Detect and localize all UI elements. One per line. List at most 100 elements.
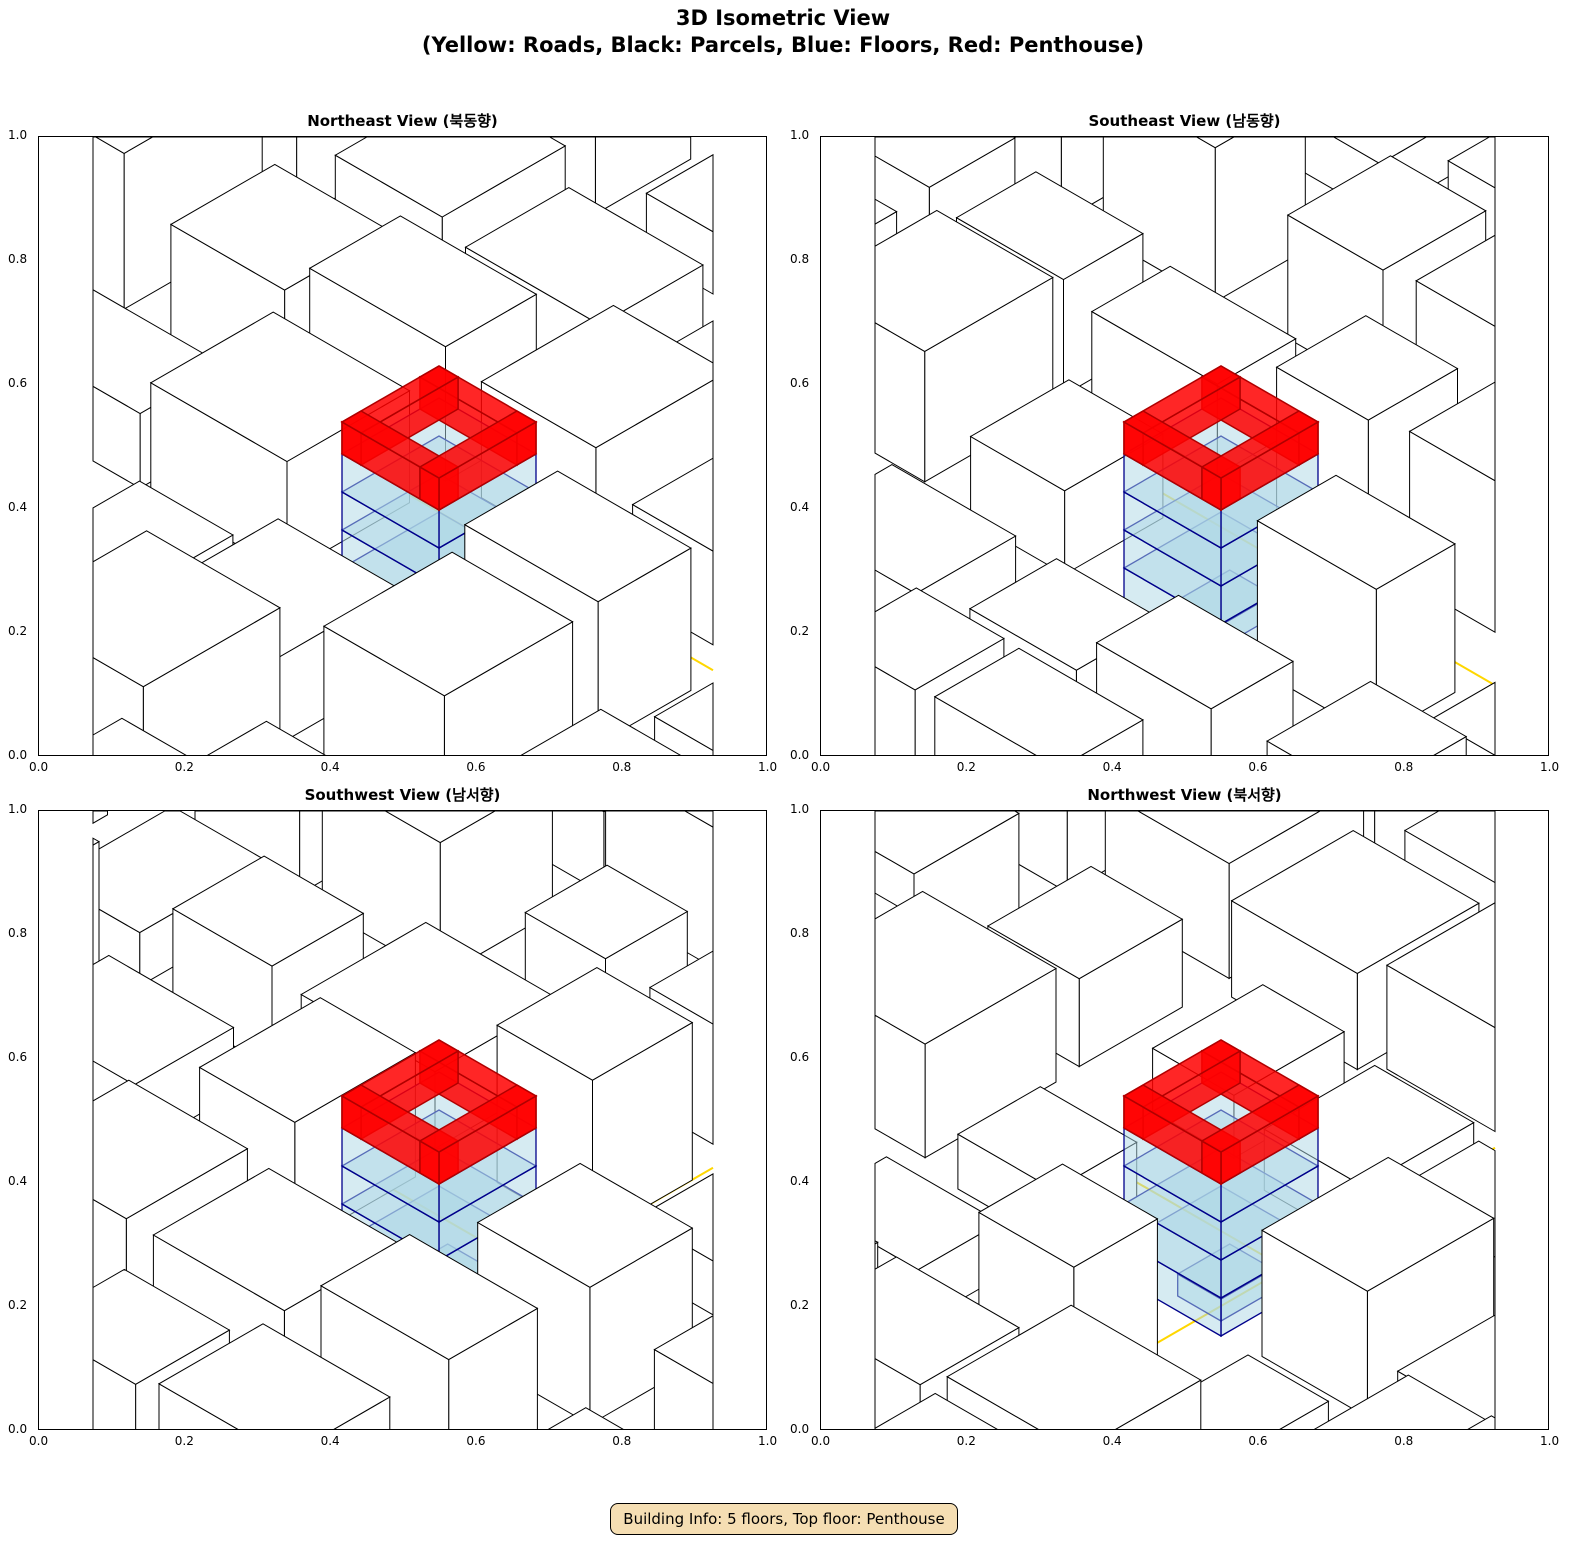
penthouse-wall [418,410,538,479]
parcel-building [320,1234,539,1361]
parcel-building [874,1392,998,1429]
parcel-building [986,865,1184,980]
parcel-building [874,890,1057,1045]
parcel-building [874,587,1005,691]
parcel-building [1286,155,1487,271]
parcel-building [1256,474,1456,590]
parcel-building [1385,901,1496,1029]
y-tick-label: 0.0 [790,748,810,762]
iso-view-southeast [820,136,1549,756]
panel-title: Northwest View (북서향) [1087,786,1282,804]
parcel-building [1403,811,1496,884]
parcel-building [322,551,574,697]
x-tick-label: 0.4 [320,1434,340,1448]
x-tick-label: 0.2 [174,760,194,774]
x-tick-label: 0.6 [1248,1434,1268,1448]
parcel-building [1137,811,1321,865]
parcel-building [874,198,898,225]
parcel-building [1408,381,1496,482]
parcel-building [463,470,692,603]
parcel-building [92,137,125,310]
parcel-building [1447,137,1496,189]
panel-title: Southeast View (남동향) [1088,112,1281,130]
parcel-building [92,1079,249,1220]
parcel-building [1275,315,1459,421]
y-tick-label: 0.2 [790,1298,810,1312]
x-tick-label: 0.0 [811,1434,831,1448]
parcel-building [94,137,154,154]
building-info-box: Building Info: 5 floors, Top floor: Pent… [610,1503,958,1535]
x-tick-label: 1.0 [758,760,778,774]
iso-view-southwest [38,810,767,1430]
x-tick-label: 0.8 [1394,760,1414,774]
parcel-building [1095,594,1294,710]
parcel-building [157,1323,391,1429]
parcel-building [476,1162,694,1288]
parcel-building [1261,1156,1495,1292]
parcel-building [1266,680,1468,755]
panel-title: Northeast View (북동향) [307,112,498,130]
y-tick-label: 0.0 [8,1422,28,1436]
y-tick-label: 0.4 [8,1174,28,1188]
y-tick-label: 0.8 [8,926,28,940]
parcel-building [480,304,714,449]
parcel-building [92,530,281,688]
y-tick-label: 1.0 [8,128,28,142]
y-tick-label: 0.6 [790,1050,810,1064]
y-tick-label: 0.2 [8,1298,28,1312]
iso-view-northwest [820,810,1549,1430]
y-tick-label: 0.4 [790,500,810,514]
x-tick-label: 0.4 [1102,760,1122,774]
parcel-building [171,855,365,967]
parcel-building [547,1407,624,1429]
parcel-building [956,1086,1138,1191]
x-tick-label: 0.8 [612,760,632,774]
y-tick-label: 1.0 [790,802,810,816]
parcel-building [601,811,606,813]
parcel-building [874,1239,879,1245]
penthouse-wall [1200,1084,1320,1153]
y-tick-label: 0.4 [790,1174,810,1188]
parcel-building [977,1163,1159,1268]
y-tick-label: 0.4 [8,500,28,514]
parcel-building [955,171,1144,281]
parcel-building [1467,1415,1496,1429]
parcel-building [683,811,714,828]
parcel-building [874,209,1054,352]
iso-view-northeast [38,136,767,756]
parcel-building [520,708,681,755]
x-tick-label: 0.6 [466,1434,486,1448]
parcel-building [384,811,496,844]
x-tick-label: 0.2 [956,1434,976,1448]
penthouse-wall [418,1084,538,1153]
y-tick-label: 0.0 [790,1422,810,1436]
parcel-building [464,187,704,326]
y-tick-label: 0.2 [790,624,810,638]
parcel-building [1415,234,1496,328]
x-tick-label: 0.2 [174,1434,194,1448]
x-tick-label: 0.6 [466,760,486,774]
y-tick-label: 0.6 [8,376,28,390]
x-tick-label: 0.0 [811,760,831,774]
parcel-building [946,1304,1202,1429]
panel-title: Southwest View (남서향) [304,786,501,804]
x-tick-label: 0.4 [320,760,340,774]
x-tick-label: 0.2 [956,760,976,774]
parcel-building [933,647,1144,755]
y-tick-label: 0.8 [790,252,810,266]
figure-title-line1: 3D Isometric View [675,6,891,30]
x-tick-label: 0.0 [29,760,49,774]
parcel-building [1090,265,1297,385]
parcel-building [92,837,101,846]
x-tick-label: 0.8 [1394,1434,1414,1448]
y-tick-label: 1.0 [790,128,810,142]
parcel-building [653,682,714,752]
y-tick-label: 0.8 [8,252,28,266]
parcel-building [92,811,108,825]
parcel-building [648,950,714,1025]
